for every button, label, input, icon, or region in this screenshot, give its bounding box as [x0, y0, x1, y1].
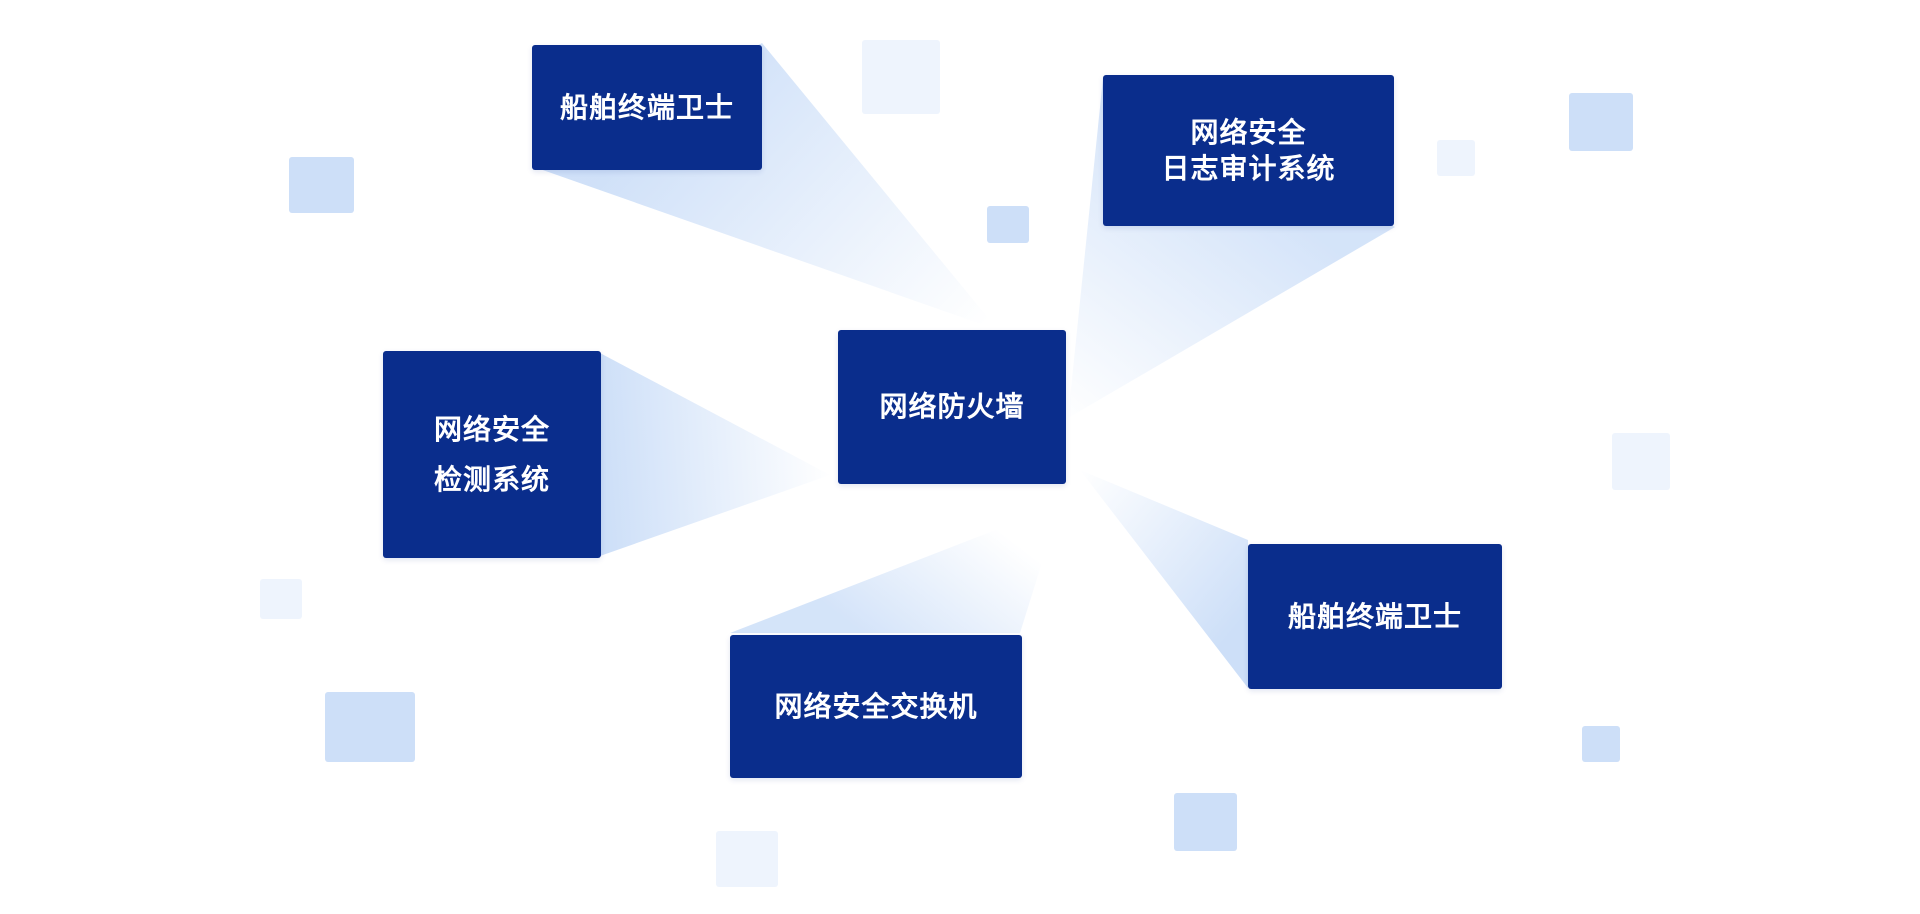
node-label-line-2: 检测系统 [433, 462, 550, 496]
decor-square [260, 579, 302, 619]
decor-square [1174, 793, 1237, 851]
node-bottom-right-terminal-guard: 船舶终端卫士 [1248, 544, 1502, 689]
decor-square [1569, 93, 1633, 151]
beam-left [600, 353, 830, 556]
decor-square [1582, 726, 1620, 762]
decor-square [1612, 433, 1670, 490]
decor-square [289, 157, 354, 213]
node-label: 船舶终端卫士 [559, 90, 734, 124]
node-label: 船舶终端卫士 [1287, 599, 1462, 633]
beam-bottom-right [1080, 470, 1248, 688]
decor-square [987, 206, 1029, 243]
node-label-line-1: 网络安全 [433, 412, 550, 446]
node-log-audit-system: 网络安全 日志审计系统 [1103, 75, 1394, 226]
decor-square [716, 831, 778, 887]
decor-square [325, 692, 415, 762]
decor-square [862, 40, 940, 114]
node-label-line-1: 网络安全 [1190, 115, 1307, 149]
node-label: 网络安全交换机 [774, 689, 978, 723]
node-top-left-terminal-guard: 船舶终端卫士 [532, 45, 762, 170]
node-label-line-2: 日志审计系统 [1161, 151, 1336, 185]
node-label: 网络防火墙 [879, 390, 1025, 423]
beam-bottom [730, 505, 1060, 633]
node-security-switch: 网络安全交换机 [730, 635, 1022, 778]
decor-square [1437, 140, 1475, 176]
node-detection-system: 网络安全 检测系统 [383, 351, 601, 558]
node-firewall: 网络防火墙 [838, 330, 1066, 484]
